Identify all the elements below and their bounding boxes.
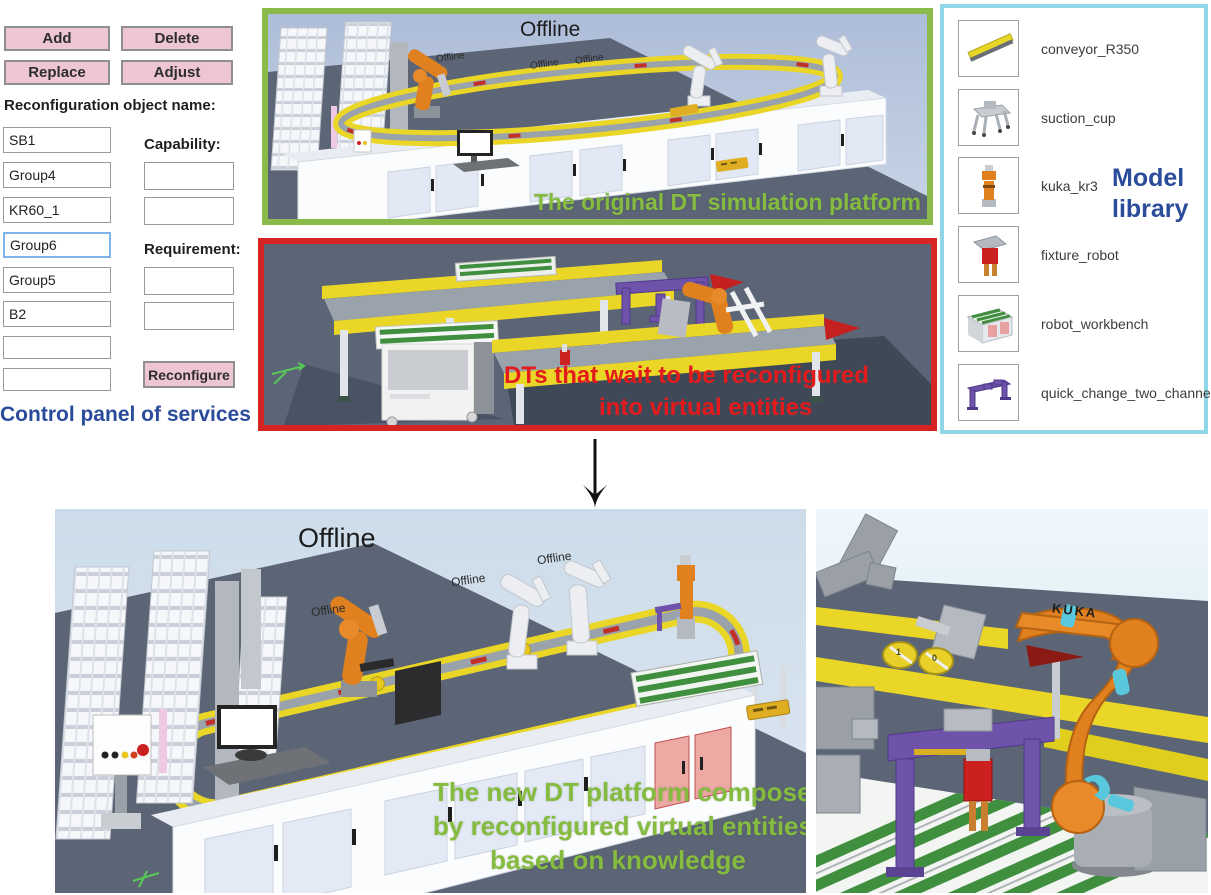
original-platform-scene — [268, 14, 927, 219]
orange-robot-a — [408, 49, 452, 118]
control-panel: Add Delete Replace Adjust Reconfiguratio… — [0, 0, 256, 440]
orange-robot-c — [330, 596, 395, 697]
object-name-field-2[interactable] — [3, 162, 111, 188]
kuka-closeup-viewport[interactable]: KUKA 1 0 — [816, 509, 1208, 893]
gripper-disc-label-1: 1 — [896, 647, 902, 657]
object-name-field-8[interactable] — [3, 368, 111, 391]
quick-change-icon — [958, 364, 1019, 421]
offline-label-main-a: Offline — [520, 18, 581, 41]
library-item-label: suction_cup — [1041, 109, 1116, 126]
new-platform-scene — [55, 509, 806, 893]
original-platform-caption: The original DT simulation platform — [533, 189, 921, 215]
capability-field-1[interactable] — [144, 162, 234, 190]
new-platform-viewport[interactable]: Offline Offline Offline Offline The new … — [55, 509, 806, 893]
waiting-dts-caption-line1: DTs that wait to be reconfigured — [504, 362, 869, 389]
waiting-dts-scene — [264, 244, 931, 425]
library-item-conveyor[interactable]: conveyor_R350 — [958, 20, 1139, 77]
gripper-disc-label-0: 0 — [932, 653, 938, 663]
adjust-button[interactable]: Adjust — [121, 60, 233, 85]
kuka-kr3-icon — [958, 157, 1019, 214]
new-platform-caption-line2: by reconfigured virtual entities — [433, 811, 806, 841]
library-item-label: conveyor_R350 — [1041, 40, 1140, 57]
capability-field-2[interactable] — [144, 197, 234, 225]
control-panel-caption: Control panel of services — [0, 403, 251, 426]
library-item-label: quick_change_two_channel — [1041, 384, 1211, 401]
robot-workbench-icon — [958, 295, 1019, 352]
model-library-title-line1: Model — [1112, 164, 1185, 192]
reconfigure-button[interactable]: Reconfigure — [143, 361, 235, 388]
new-platform-caption-line3: based on knowledge — [490, 845, 746, 875]
new-platform-caption-line1: The new DT platform composed — [433, 777, 806, 807]
model-library-title: Model library — [1112, 163, 1188, 225]
object-name-label: Reconfiguration object name: — [4, 97, 216, 114]
offline-label-main-b: Offline — [298, 523, 376, 553]
library-item-fixture-robot[interactable]: fixture_robot — [958, 226, 1119, 283]
delete-button[interactable]: Delete — [121, 26, 233, 51]
requirement-label: Requirement: — [144, 241, 241, 258]
kuka-robot — [882, 604, 1207, 877]
library-item-robot-workbench[interactable]: robot_workbench — [958, 295, 1148, 352]
object-name-field-6[interactable] — [3, 301, 111, 327]
library-item-label: robot_workbench — [1041, 315, 1149, 332]
library-item-kuka-kr3[interactable]: kuka_kr3 — [958, 157, 1098, 214]
capability-label: Capability: — [144, 136, 221, 153]
original-platform-viewport[interactable]: Offline Offline Offline Offline The orig… — [262, 8, 933, 225]
fixture-robot-icon — [958, 226, 1019, 283]
down-arrow — [583, 439, 607, 509]
conveyor-icon — [958, 20, 1019, 77]
kuka-closeup-scene — [816, 509, 1208, 893]
waiting-dts-caption-line2: into virtual entities — [599, 394, 813, 421]
object-name-field-3[interactable] — [3, 197, 111, 223]
replace-button[interactable]: Replace — [4, 60, 110, 85]
object-name-field-7[interactable] — [3, 336, 111, 359]
requirement-field-1[interactable] — [144, 267, 234, 295]
model-library-title-line2: library — [1112, 195, 1189, 223]
library-item-label: fixture_robot — [1041, 246, 1119, 263]
object-name-field-5[interactable] — [3, 267, 111, 293]
model-library-panel: conveyor_R350 suction_cup — [940, 4, 1211, 434]
library-item-label: kuka_kr3 — [1041, 177, 1098, 194]
add-button[interactable]: Add — [4, 26, 110, 51]
requirement-field-2[interactable] — [144, 302, 234, 330]
library-item-quick-change[interactable]: quick_change_two_channel — [958, 364, 1211, 421]
waiting-dts-viewport[interactable]: DTs that wait to be reconfigured into vi… — [258, 238, 937, 431]
library-item-suction-cup[interactable]: suction_cup — [958, 89, 1116, 146]
suction-cup-icon — [958, 89, 1019, 146]
object-name-field-4[interactable] — [3, 232, 111, 258]
object-name-field-1[interactable] — [3, 127, 111, 153]
